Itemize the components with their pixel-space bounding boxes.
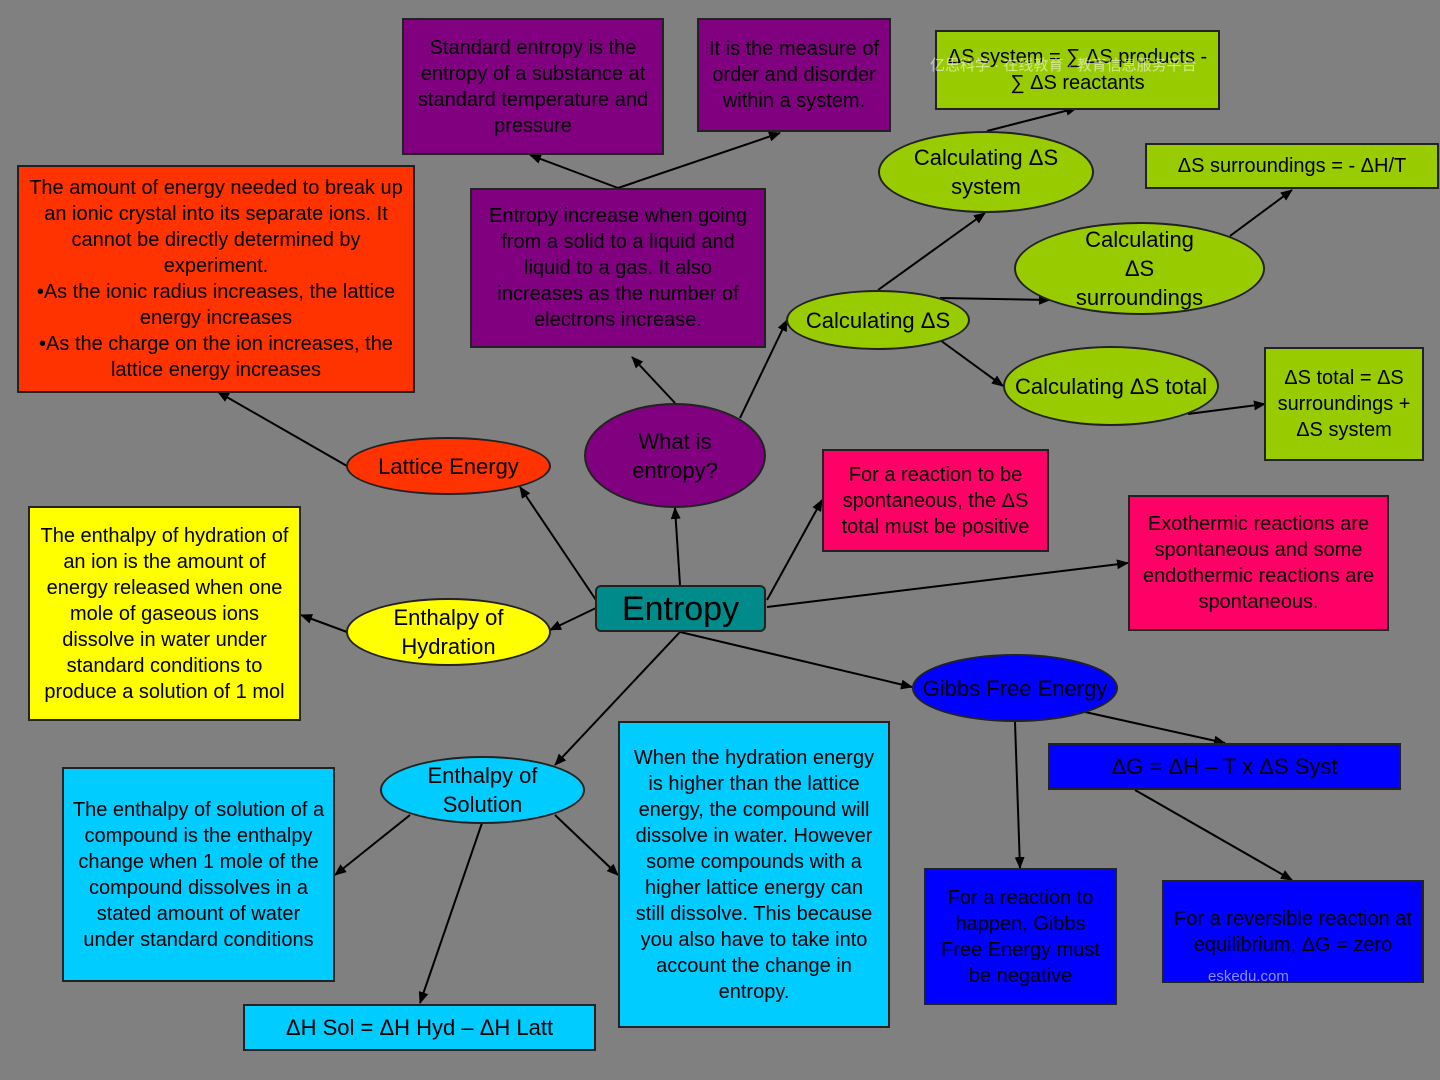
dissolve-explanation-box: When the hydration energy is higher than… bbox=[618, 721, 890, 1028]
enthalpy-of-solution-node: Enthalpy of Solution bbox=[380, 756, 585, 824]
calculating-surroundings-node: Calculating ΔS surroundings bbox=[1014, 222, 1265, 315]
arrow-total-formula bbox=[1187, 400, 1266, 415]
spontaneous-total-box: For a reaction to be spontaneous, the ΔS… bbox=[822, 449, 1049, 552]
watermark-top: 亿思科学 · 在线教育 · 教育信息服务平台 bbox=[930, 57, 1197, 74]
lattice-energy-box: The amount of energy needed to break up … bbox=[17, 165, 415, 393]
enthalpy-of-hydration-node: Enthalpy of Hydration bbox=[346, 598, 551, 666]
arrow-hydration-text bbox=[300, 614, 348, 633]
entropy-central-node: Entropy bbox=[595, 585, 766, 632]
solution-text-box: The enthalpy of solution of a compound i… bbox=[62, 767, 335, 982]
arrow-solution-dissolve bbox=[554, 814, 619, 876]
arrow-entropy-spont bbox=[766, 499, 823, 601]
arrow-formula-reversible bbox=[1134, 789, 1293, 881]
arrow-calc-system bbox=[877, 212, 986, 291]
arrow-increase-standard bbox=[529, 154, 619, 189]
arrow-calc-surr bbox=[939, 294, 1051, 305]
calculating-total-node: Calculating ΔS total bbox=[1003, 346, 1219, 426]
arrow-entropy-solution bbox=[554, 631, 681, 766]
lattice-energy-node: Lattice Energy bbox=[346, 437, 551, 495]
arrow-increase-measure bbox=[617, 131, 781, 189]
gibbs-formula-box: ΔG = ΔH – T x ΔS Syst bbox=[1048, 743, 1401, 790]
what-is-entropy-node: What is entropy? bbox=[584, 403, 766, 508]
arrow-calc-total bbox=[939, 339, 1004, 387]
exothermic-box: Exothermic reactions are spontaneous and… bbox=[1128, 495, 1389, 631]
reversible-equilibrium-box: For a reversible reaction at equilibrium… bbox=[1162, 880, 1424, 983]
solution-formula-box: ΔH Sol = ΔH Hyd – ΔH Latt bbox=[243, 1004, 596, 1051]
arrow-gibbs-happen bbox=[1014, 721, 1025, 869]
hydration-text-box: The enthalpy of hydration of an ion is t… bbox=[28, 506, 301, 721]
calculating-ds-node: Calculating ΔS bbox=[786, 290, 970, 350]
arrow-entropy-gibbs bbox=[679, 631, 913, 690]
arrow-solution-formula bbox=[418, 822, 483, 1004]
arrow-lattice-text bbox=[217, 391, 348, 467]
surroundings-formula-box: ΔS surroundings = - ΔH/T bbox=[1145, 143, 1439, 189]
measure-of-order-box: It is the measure of order and disorder … bbox=[697, 18, 891, 132]
arrow-surr-formula bbox=[1229, 189, 1293, 237]
arrow-what-increase bbox=[631, 356, 676, 404]
entropy-increase-box: Entropy increase when going from a solid… bbox=[470, 188, 766, 348]
arrow-system-formula bbox=[986, 105, 1078, 132]
arrow-entropy-exo bbox=[766, 559, 1129, 608]
calculating-system-node: Calculating ΔS system bbox=[878, 131, 1094, 213]
arrow-entropy-what bbox=[670, 507, 681, 586]
arrow-what-calc bbox=[739, 319, 788, 419]
arrow-solution-text bbox=[334, 814, 411, 876]
arrow-gibbs-formula bbox=[1084, 711, 1226, 746]
gibbs-negative-box: For a reaction to happen, Gibbs Free Ene… bbox=[924, 868, 1117, 1005]
watermark-bottom: eskedu.com bbox=[1208, 968, 1289, 985]
gibbs-free-energy-node: Gibbs Free Energy bbox=[912, 654, 1118, 722]
total-formula-box: ΔS total = ΔS surroundings + ΔS system bbox=[1264, 347, 1424, 461]
arrow-entropy-lattice bbox=[519, 486, 597, 601]
standard-entropy-box: Standard entropy is the entropy of a sub… bbox=[402, 18, 664, 155]
arrow-entropy-hydration bbox=[549, 607, 597, 631]
